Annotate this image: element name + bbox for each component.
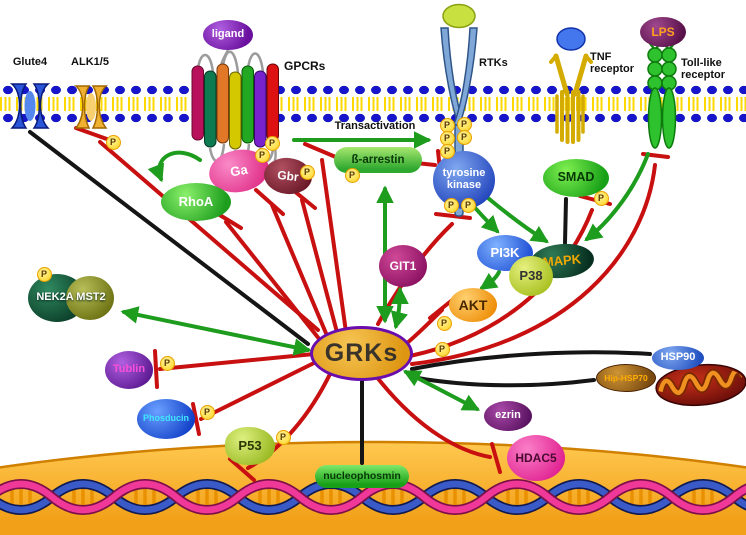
phospho-p-badge: P	[159, 355, 175, 371]
smad-label: SMAD	[557, 170, 595, 185]
nek2a-mst2-node: NEK2A MST2	[28, 272, 114, 324]
arrow-ga-rhoa	[147, 150, 202, 183]
phospho-p-badge: P	[199, 404, 215, 420]
toll-like-receptor-label: Toll-like receptor	[681, 57, 726, 82]
toll-like-receptor-structure	[647, 40, 677, 149]
git1-label: GIT1	[389, 258, 417, 273]
gbr-label: Gbr	[276, 167, 300, 184]
gpcr-ligand: ligand	[203, 20, 253, 50]
arrow-tyk-mapk	[486, 196, 549, 243]
nucleophosmin-node: nucleophosmin	[315, 465, 409, 488]
gpcr-ligand-label: ligand	[211, 28, 245, 41]
phospho-p-badge: P	[105, 134, 121, 150]
akt-node: AKT	[449, 288, 497, 322]
arrow-grks-ezrin	[402, 370, 481, 411]
line-smad-mapk	[563, 197, 568, 245]
phospho-p-badge: P	[439, 143, 455, 159]
arrow-tlr-mapk	[584, 152, 650, 242]
phospho-p-badge: P	[460, 197, 476, 213]
beta-arrestin-label: ß-arrestin	[351, 153, 405, 166]
phospho-p-badge: P	[264, 135, 280, 151]
transactivation-label: Transactivation	[334, 120, 416, 132]
akt-label: AKT	[458, 296, 488, 313]
phospho-p-badge: P	[275, 429, 291, 445]
phospho-p-badge: P	[36, 266, 52, 282]
tyrosine-kinase-label: tyrosine kinase	[442, 167, 486, 191]
phospho-p-badge: P	[443, 197, 459, 213]
glute4-channel	[9, 83, 51, 129]
phospho-p-badge: P	[436, 315, 452, 331]
gpcrs-label: GPCRs	[284, 59, 326, 73]
plasma-membrane	[0, 83, 746, 125]
lps-ligand: LPS	[640, 17, 686, 47]
alk15-label: ALK1/5	[71, 56, 109, 68]
phospho-p-badge: P	[434, 341, 450, 357]
hip-hsp70-node: Hip-HSP70	[596, 364, 656, 392]
hip-hsp70-label: Hip-HSP70	[604, 372, 648, 383]
pi3k-label: PI3K	[490, 245, 520, 261]
p53-label: P53	[238, 438, 262, 454]
tnf-receptor-structure	[549, 27, 593, 144]
hdac5-node: HDAC5	[507, 435, 565, 481]
phospho-p-badge: P	[299, 164, 315, 180]
ezrin-node: ezrin	[484, 401, 532, 431]
nucleophosmin-label: nucleophosmin	[323, 469, 401, 482]
arrow-grks-nek2a	[120, 306, 312, 356]
nek2a-mst2-label: NEK2A MST2	[36, 291, 106, 304]
p38-label: P38	[519, 268, 543, 284]
beta-arrestin-node: ß-arrestin	[334, 147, 422, 173]
phosducin-label: Phosducin	[142, 413, 189, 424]
arrow-pi3k-akt	[479, 270, 501, 290]
p53-node: P53	[225, 427, 275, 465]
tnf-ligand	[556, 27, 586, 51]
p38-node: P38	[509, 256, 553, 296]
glute4-label: Glute4	[12, 56, 48, 68]
rhoa-node: RhoA	[161, 183, 231, 221]
tnf-receptor-label: TNF receptor	[590, 51, 635, 76]
alk15-receptor	[74, 85, 108, 129]
hdac5-label: HDAC5	[515, 450, 557, 465]
phospho-p-badge: P	[254, 147, 270, 163]
arrow-grks-git1	[390, 286, 409, 330]
rtks-label: RTKs	[479, 57, 508, 69]
hsp90-label: HSP90	[660, 351, 696, 364]
line-grks-hsp90	[410, 350, 652, 371]
rtk-ligand	[442, 3, 476, 29]
grks-hub-node: GRKs	[310, 326, 413, 381]
activation-arrows	[120, 131, 650, 411]
phospho-p-badge: P	[456, 129, 472, 145]
grks-label: GRKs	[324, 339, 399, 368]
hsp90-node: HSP90	[652, 346, 704, 370]
phospho-p-badge: P	[593, 190, 609, 206]
ezrin-label: ezrin	[495, 409, 521, 422]
rhoa-label: RhoA	[178, 194, 214, 210]
mst2-oval	[66, 276, 114, 320]
mitochondria	[655, 363, 746, 407]
line-grks-hiphsp70	[410, 375, 596, 388]
phospho-p-badge: P	[344, 167, 360, 183]
tublin-node: Tublin	[105, 351, 153, 389]
tublin-label: Tublin	[112, 363, 146, 376]
lps-label: LPS	[651, 24, 675, 39]
git1-node: GIT1	[379, 245, 427, 287]
phosducin-node: Phosducin	[137, 399, 195, 439]
ga-label: Ga	[229, 161, 249, 180]
